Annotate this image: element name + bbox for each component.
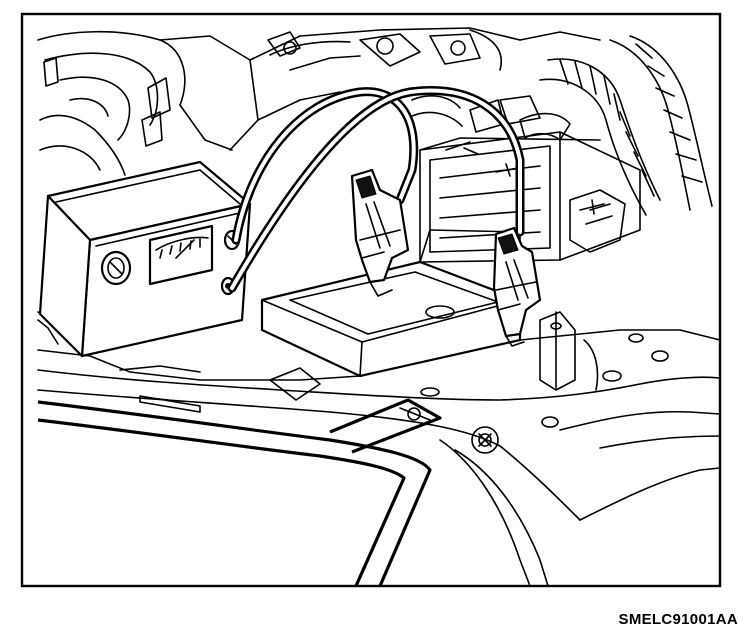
engine-components: [249, 27, 601, 121]
fasteners: [420, 311, 669, 454]
positive-cable: [231, 87, 419, 245]
coolant-hoses: [407, 35, 713, 216]
negative-cable: [227, 86, 525, 293]
fuse-box: [419, 131, 641, 263]
figure-border: [20, 12, 722, 588]
charger-meter: [148, 224, 214, 286]
positive-clamp: [350, 168, 410, 284]
battery-terminal: [369, 281, 525, 347]
figure-code: SMELC91001AA: [618, 611, 738, 628]
charger-knob: [100, 250, 132, 286]
battery-charger: [38, 160, 252, 358]
negative-clamp: [492, 226, 542, 338]
air-intake-housing: [37, 30, 259, 176]
